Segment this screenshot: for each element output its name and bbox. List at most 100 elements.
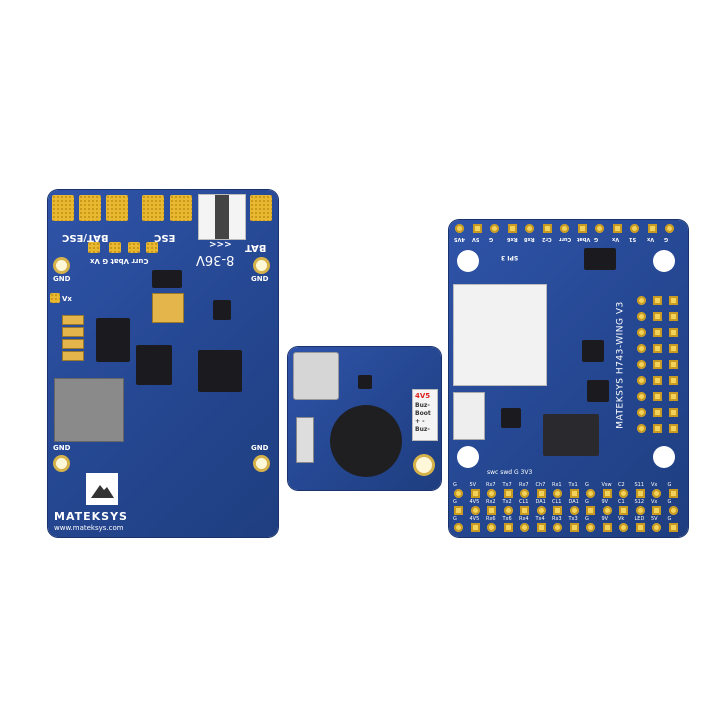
pin-pad [637, 344, 646, 353]
pin-label: Tx2 [502, 499, 512, 505]
pin-label: Vsw [601, 482, 612, 488]
mount-hole [256, 260, 267, 271]
pin-label: Ch7 [535, 482, 546, 488]
solder-pad [142, 195, 164, 221]
solder-pad [109, 242, 121, 253]
pin-pad [653, 296, 662, 305]
pin-pad [595, 224, 604, 233]
pin-pad [669, 312, 678, 321]
chip [152, 270, 182, 288]
switch [296, 417, 314, 463]
pin-label: S1 [629, 236, 637, 242]
chip [587, 380, 609, 402]
pin-label: 5V [471, 236, 479, 242]
pin-label: G [453, 516, 457, 522]
pin-pad [470, 523, 480, 532]
pin-pad [653, 344, 662, 353]
pin-label: Vx [651, 499, 658, 505]
pin-pad [472, 224, 482, 233]
pin-pad [586, 523, 595, 532]
pin-pad [602, 489, 612, 498]
pin-pad [637, 360, 646, 369]
shunt-resistor [198, 194, 246, 240]
solder-pad [250, 195, 272, 221]
pin-pad [520, 506, 529, 515]
pin-pad [542, 224, 552, 233]
board-title: MATEKSYS H743-WING V3 [615, 301, 626, 429]
solder-pad [79, 195, 101, 221]
mateksys-logo [86, 473, 118, 505]
pin-label: G [667, 482, 672, 488]
pin-pad [586, 489, 595, 498]
voltage-label: 4V5 [415, 392, 431, 400]
pin-label: C2 [618, 482, 625, 488]
pin-pad [637, 296, 646, 305]
chip [358, 375, 372, 389]
pin-pad [454, 523, 463, 532]
pin-label: Rx2 [486, 499, 496, 505]
pin-label: G [453, 499, 457, 505]
pin-pad [470, 489, 480, 498]
pin-pad [653, 328, 662, 337]
pin-labels: Buz- Boot + - Buz- [415, 402, 431, 433]
mount-hole [56, 260, 67, 271]
pin-label: Tx3 [568, 516, 578, 522]
solder-pad [88, 242, 100, 253]
pin-pad [652, 489, 661, 498]
pin-label: Rx3 [552, 516, 562, 522]
chip [501, 408, 521, 428]
arrows-label: >>> [209, 240, 232, 250]
pin-pad [647, 224, 657, 233]
pin-pad [653, 424, 662, 433]
pin-pad [630, 224, 639, 233]
solder-pad [146, 242, 158, 253]
inductor [54, 378, 124, 442]
pin-pad [487, 523, 496, 532]
pin-label: G [453, 482, 457, 488]
pin-label: Vx [611, 236, 619, 242]
pads-label: Curr Vbat G Vx [90, 257, 149, 265]
mount-hole [653, 446, 675, 468]
pin-pad [536, 489, 546, 498]
pin-label: Rx6 [486, 516, 496, 522]
solder-pad [106, 195, 128, 221]
pin-pad [637, 424, 646, 433]
mount-hole [653, 250, 675, 272]
mount-hole [416, 457, 432, 473]
solder-pad [50, 293, 60, 303]
pin-label: G [585, 482, 589, 488]
mount-hole [457, 250, 479, 272]
inductor [152, 293, 184, 323]
usb-extender-board: 4V5 Buz- Boot + - Buz- [288, 347, 441, 490]
small-pads-label: swc swd G 3V3 [487, 469, 533, 476]
pin-label: Rx7 [519, 482, 529, 488]
pin-label: LED [634, 516, 645, 522]
gnd-label: GND [251, 275, 269, 283]
pin-pad [536, 523, 546, 532]
pin-pad [619, 506, 628, 515]
mount-hole [256, 458, 267, 469]
pin-pad [553, 489, 562, 498]
pin-pad [520, 489, 529, 498]
pin-label: DA1 [568, 499, 579, 505]
gnd-label: GND [251, 444, 269, 452]
pin-pad [503, 506, 513, 515]
pin-label: 9V [601, 499, 609, 505]
pin-label: C1 [618, 499, 625, 505]
pin-label: G [585, 499, 589, 505]
pin-label: 9V [601, 516, 609, 522]
brand-name: MATEKSYS [54, 510, 128, 523]
pin-label: 4V5 [469, 516, 480, 522]
website: www.mateksys.com [54, 524, 124, 532]
pin-label: G [585, 516, 589, 522]
gnd-label: GND [53, 275, 71, 283]
pin-label: Curr [559, 236, 572, 242]
pin-label: 5V [469, 482, 477, 488]
pin-pad [653, 312, 662, 321]
pin-pad [665, 224, 674, 233]
buzzer [330, 405, 402, 477]
pin-label: G [664, 236, 669, 242]
pin-pad [653, 392, 662, 401]
pin-label: S12 [634, 499, 645, 505]
voltage-label: 8-36V [196, 252, 235, 267]
